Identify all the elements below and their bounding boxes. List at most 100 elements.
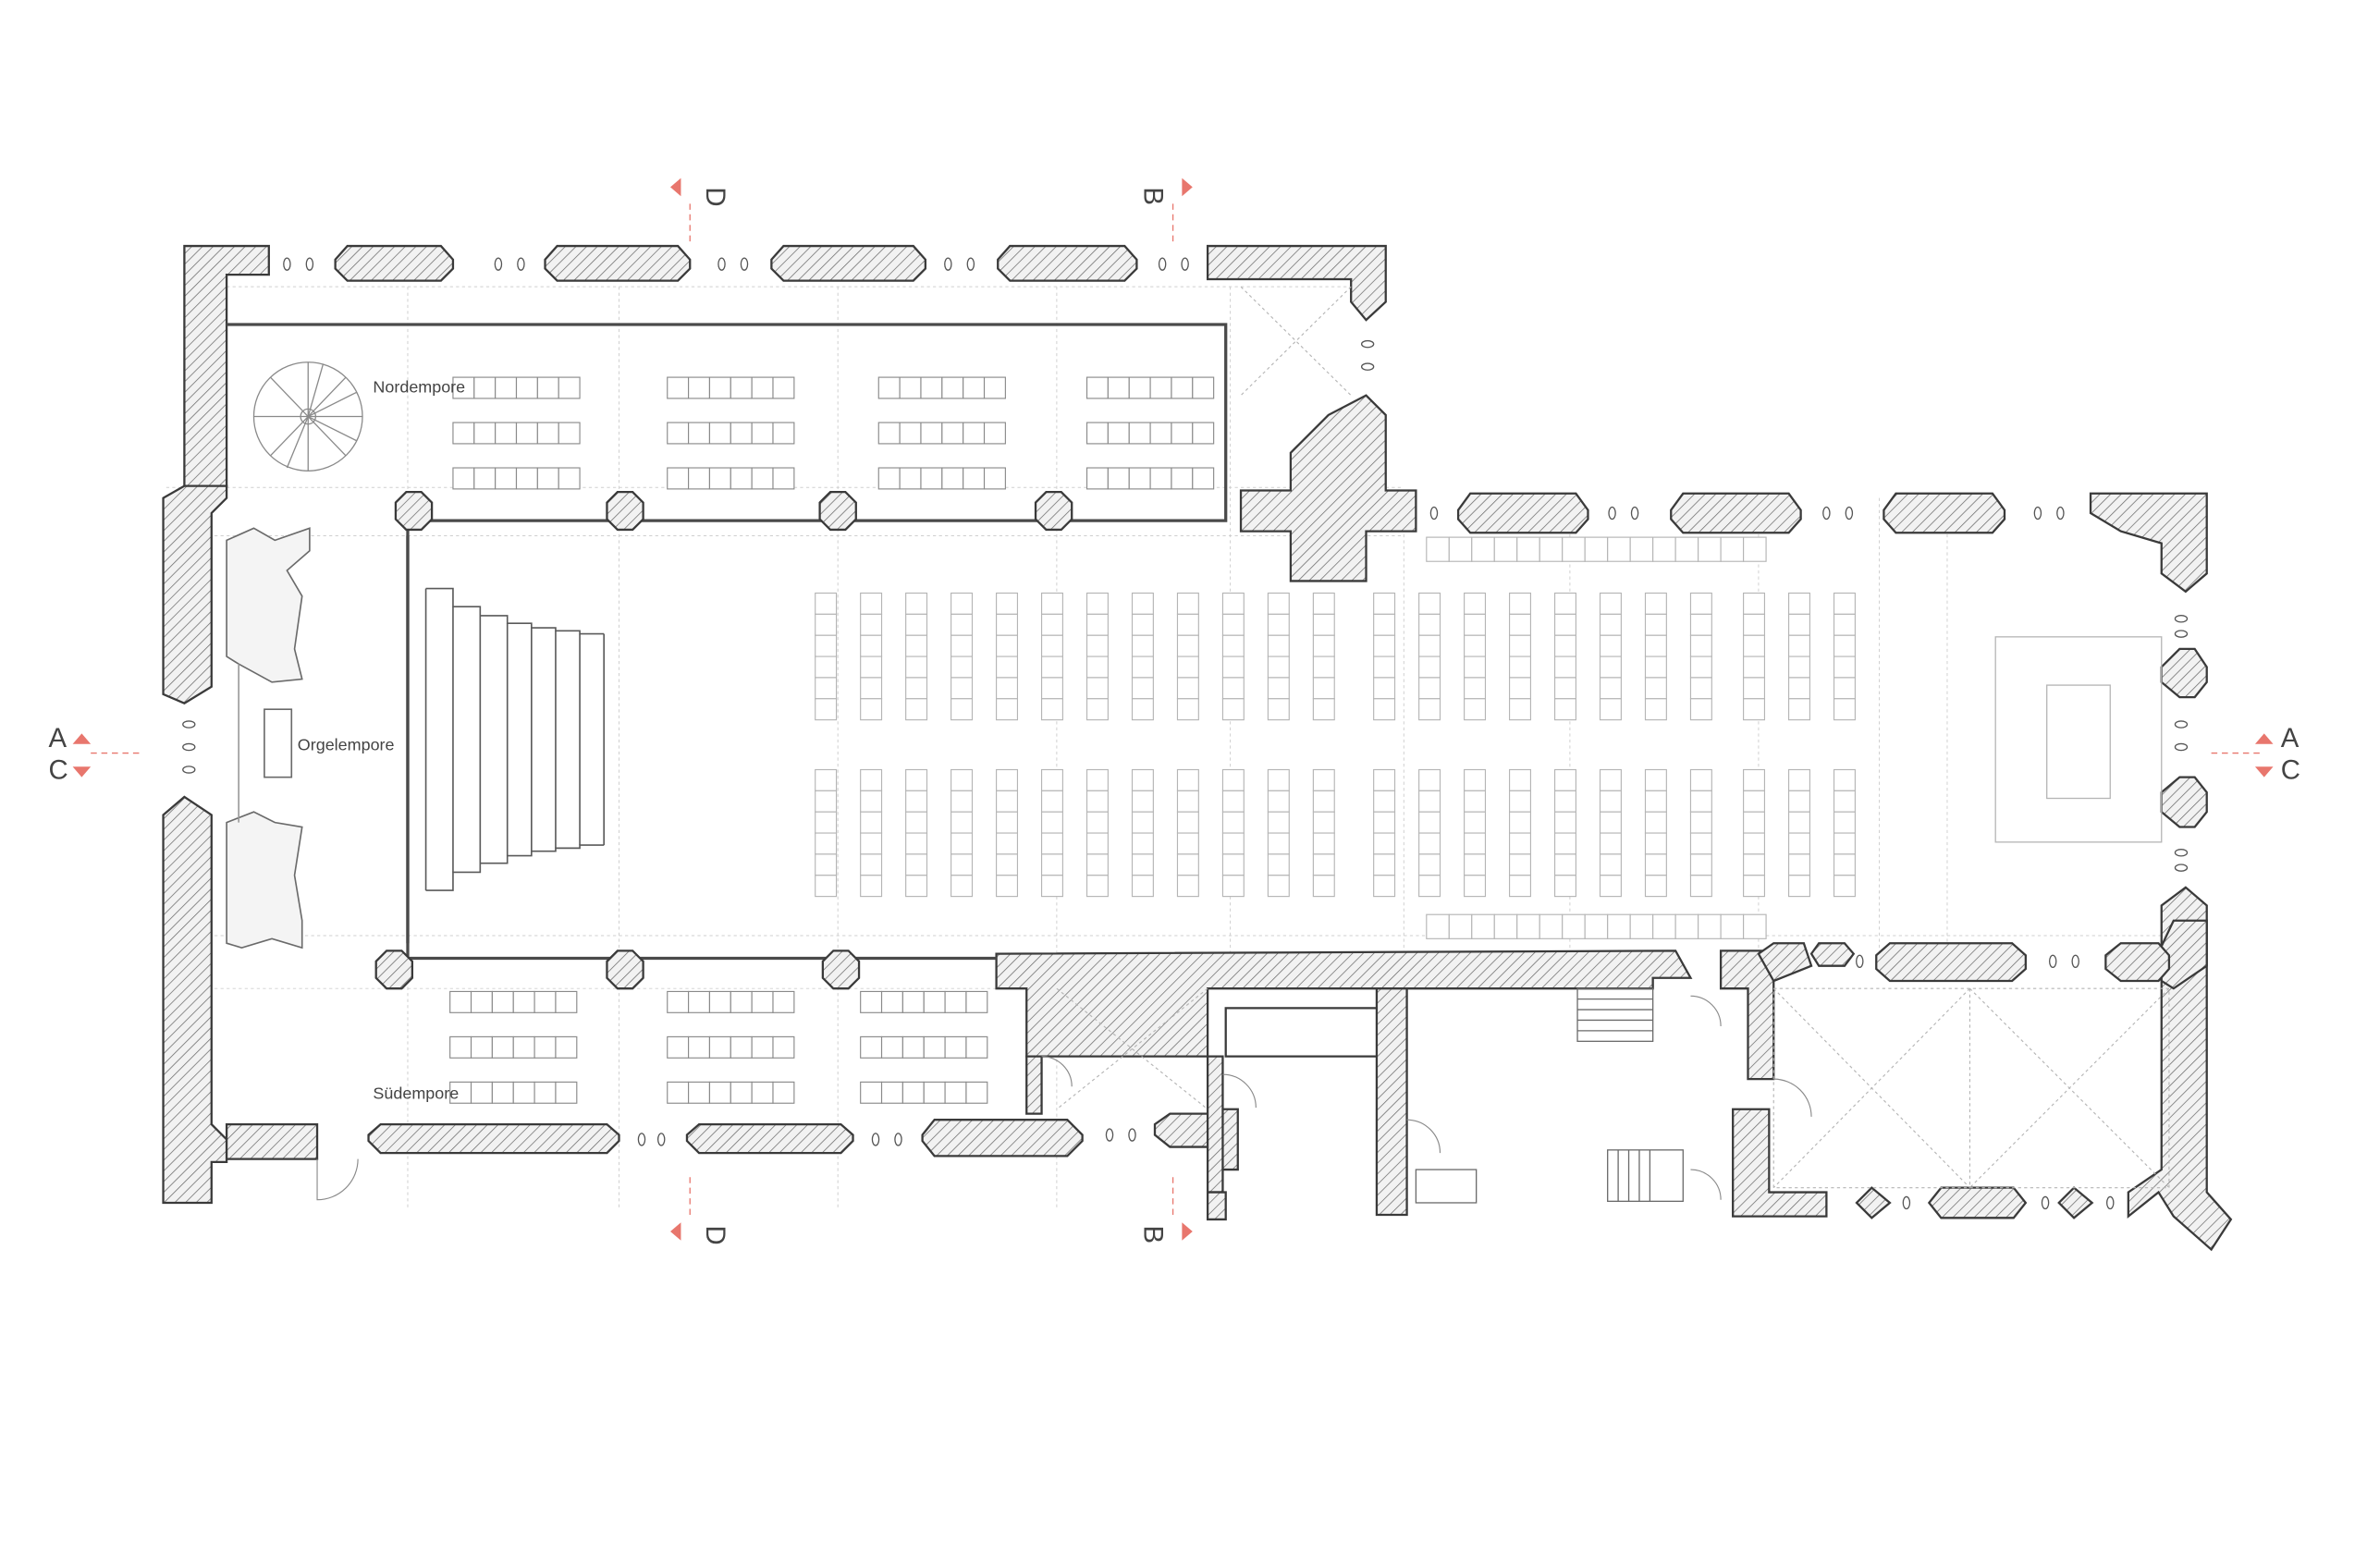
choir-stall bbox=[1539, 913, 1564, 939]
nave-seat bbox=[996, 655, 1019, 679]
nave-seat bbox=[1464, 811, 1487, 834]
gallery-seat bbox=[963, 422, 986, 445]
nave-seat bbox=[1743, 655, 1766, 679]
nave-seat bbox=[1221, 875, 1245, 898]
nave-seat bbox=[1418, 853, 1441, 876]
nave-seat bbox=[1418, 655, 1441, 679]
choir-stall bbox=[1584, 536, 1609, 562]
choir-stall bbox=[1743, 913, 1767, 939]
nave-seat bbox=[1833, 677, 1856, 700]
nave-seat bbox=[1553, 853, 1576, 876]
nave-seat bbox=[1509, 853, 1532, 876]
choir-stall bbox=[1516, 913, 1540, 939]
nave-seat bbox=[1644, 655, 1667, 679]
nave-seat bbox=[1267, 592, 1290, 615]
nave-seat bbox=[950, 613, 974, 636]
nave-seat bbox=[1833, 768, 1856, 791]
nave-seat bbox=[860, 634, 883, 657]
nave-seat bbox=[1553, 875, 1576, 898]
nave-seat bbox=[1787, 832, 1810, 855]
gallery-seat bbox=[920, 467, 943, 490]
gallery-seat bbox=[512, 990, 535, 1013]
gallery-seat bbox=[877, 467, 901, 490]
gallery-seat bbox=[708, 990, 731, 1013]
gallery-seat bbox=[515, 422, 538, 445]
choir-stall bbox=[1607, 536, 1631, 562]
nave-seat bbox=[815, 811, 838, 834]
nave-seat bbox=[1418, 811, 1441, 834]
gallery-seat bbox=[730, 376, 753, 399]
section-label-c-east: C bbox=[2281, 754, 2300, 785]
nave-seat bbox=[1644, 592, 1667, 615]
nave-seat bbox=[1040, 613, 1063, 636]
gallery-seat bbox=[512, 1081, 535, 1104]
nave-seat bbox=[1312, 790, 1335, 813]
nave-seat bbox=[1787, 677, 1810, 700]
nave-seat bbox=[1644, 768, 1667, 791]
gallery-seat bbox=[1128, 422, 1151, 445]
nave-seat bbox=[1373, 790, 1396, 813]
section-label-d-south: D bbox=[700, 1225, 730, 1244]
gallery-seat bbox=[751, 1035, 774, 1059]
nave-seat bbox=[996, 634, 1019, 657]
choir-stall bbox=[1720, 536, 1745, 562]
nave-seat bbox=[996, 613, 1019, 636]
nave-seat bbox=[1040, 768, 1063, 791]
choir-stall bbox=[1743, 536, 1767, 562]
nave-seat bbox=[860, 768, 883, 791]
nave-seat bbox=[1131, 875, 1154, 898]
nave-seat bbox=[1312, 853, 1335, 876]
gallery-seat bbox=[1192, 376, 1215, 399]
nave-seat bbox=[905, 634, 928, 657]
choir-stall bbox=[1720, 913, 1745, 939]
section-b-north-arrow bbox=[1182, 178, 1193, 197]
choir-stall bbox=[1426, 913, 1450, 939]
nave-seat bbox=[1040, 634, 1063, 657]
nave-seat bbox=[1553, 634, 1576, 657]
choir-stall bbox=[1539, 536, 1564, 562]
choir-stall bbox=[1493, 536, 1518, 562]
gallery-seat bbox=[667, 1081, 690, 1104]
gallery-seat bbox=[923, 990, 946, 1013]
nave-seat bbox=[1221, 634, 1245, 657]
nave-seat bbox=[905, 832, 928, 855]
gallery-seat bbox=[1171, 422, 1194, 445]
nave-seat bbox=[1833, 853, 1856, 876]
gallery-seat bbox=[1149, 467, 1172, 490]
gallery-seat bbox=[555, 1081, 578, 1104]
gallery-columns bbox=[374, 490, 1073, 990]
nave-seat bbox=[1743, 613, 1766, 636]
nave-seat bbox=[1085, 875, 1109, 898]
nave-seat bbox=[905, 655, 928, 679]
nave-seat bbox=[1644, 832, 1667, 855]
south-gallery-pews bbox=[449, 990, 988, 1104]
section-a-east-arrow bbox=[2254, 733, 2274, 744]
gallery-seat bbox=[470, 1081, 493, 1104]
gallery-seat bbox=[708, 1081, 731, 1104]
gallery-seat bbox=[491, 990, 514, 1013]
nave-seat bbox=[1689, 811, 1712, 834]
section-arrows bbox=[72, 178, 2274, 1241]
gallery-seat bbox=[515, 376, 538, 399]
organ-gallery bbox=[226, 527, 311, 949]
nave-seat bbox=[1040, 592, 1063, 615]
nave-seat bbox=[1743, 853, 1766, 876]
nave-seat bbox=[1418, 832, 1441, 855]
nave-seat bbox=[1599, 875, 1622, 898]
nave-seat bbox=[1176, 853, 1199, 876]
gallery-seat bbox=[920, 422, 943, 445]
nave-seat bbox=[1743, 811, 1766, 834]
nave-seat bbox=[1689, 832, 1712, 855]
gallery-seat bbox=[880, 1081, 903, 1104]
nave-seat bbox=[1085, 768, 1109, 791]
nave-seat bbox=[996, 811, 1019, 834]
choir-stall bbox=[1448, 913, 1473, 939]
nave-seat bbox=[1267, 677, 1290, 700]
choir-stall bbox=[1493, 913, 1518, 939]
section-lines bbox=[91, 203, 2264, 1216]
nave-seat bbox=[1689, 655, 1712, 679]
nave-seat bbox=[996, 592, 1019, 615]
gallery-seat bbox=[470, 1035, 493, 1059]
nave-seat bbox=[815, 832, 838, 855]
